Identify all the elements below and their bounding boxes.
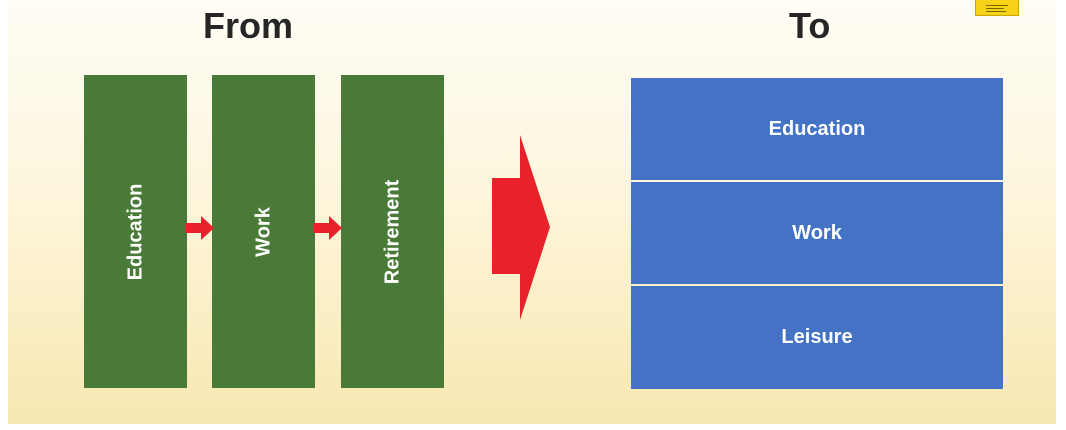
from-stage-work: Work <box>212 75 315 388</box>
from-stage-label: Education <box>124 183 146 280</box>
big-arrow-right-icon <box>492 135 550 320</box>
right-edge <box>1056 0 1066 430</box>
arrow-right-icon <box>314 216 342 240</box>
from-stage-label: Retirement <box>381 179 403 284</box>
arrow-right-icon <box>186 216 214 240</box>
from-heading: From <box>203 5 293 46</box>
corner-logo <box>975 0 1019 16</box>
to-stack: Education Work Leisure <box>631 78 1003 389</box>
from-stage-retirement: Retirement <box>341 75 444 388</box>
to-stage-leisure: Leisure <box>631 286 1003 389</box>
from-stage-education: Education <box>84 75 187 388</box>
to-heading: To <box>789 5 831 46</box>
bottom-edge <box>0 424 1066 430</box>
to-stage-work: Work <box>631 182 1003 284</box>
to-stage-education: Education <box>631 78 1003 180</box>
from-stage-label: Work <box>252 206 274 257</box>
left-edge <box>0 0 8 430</box>
